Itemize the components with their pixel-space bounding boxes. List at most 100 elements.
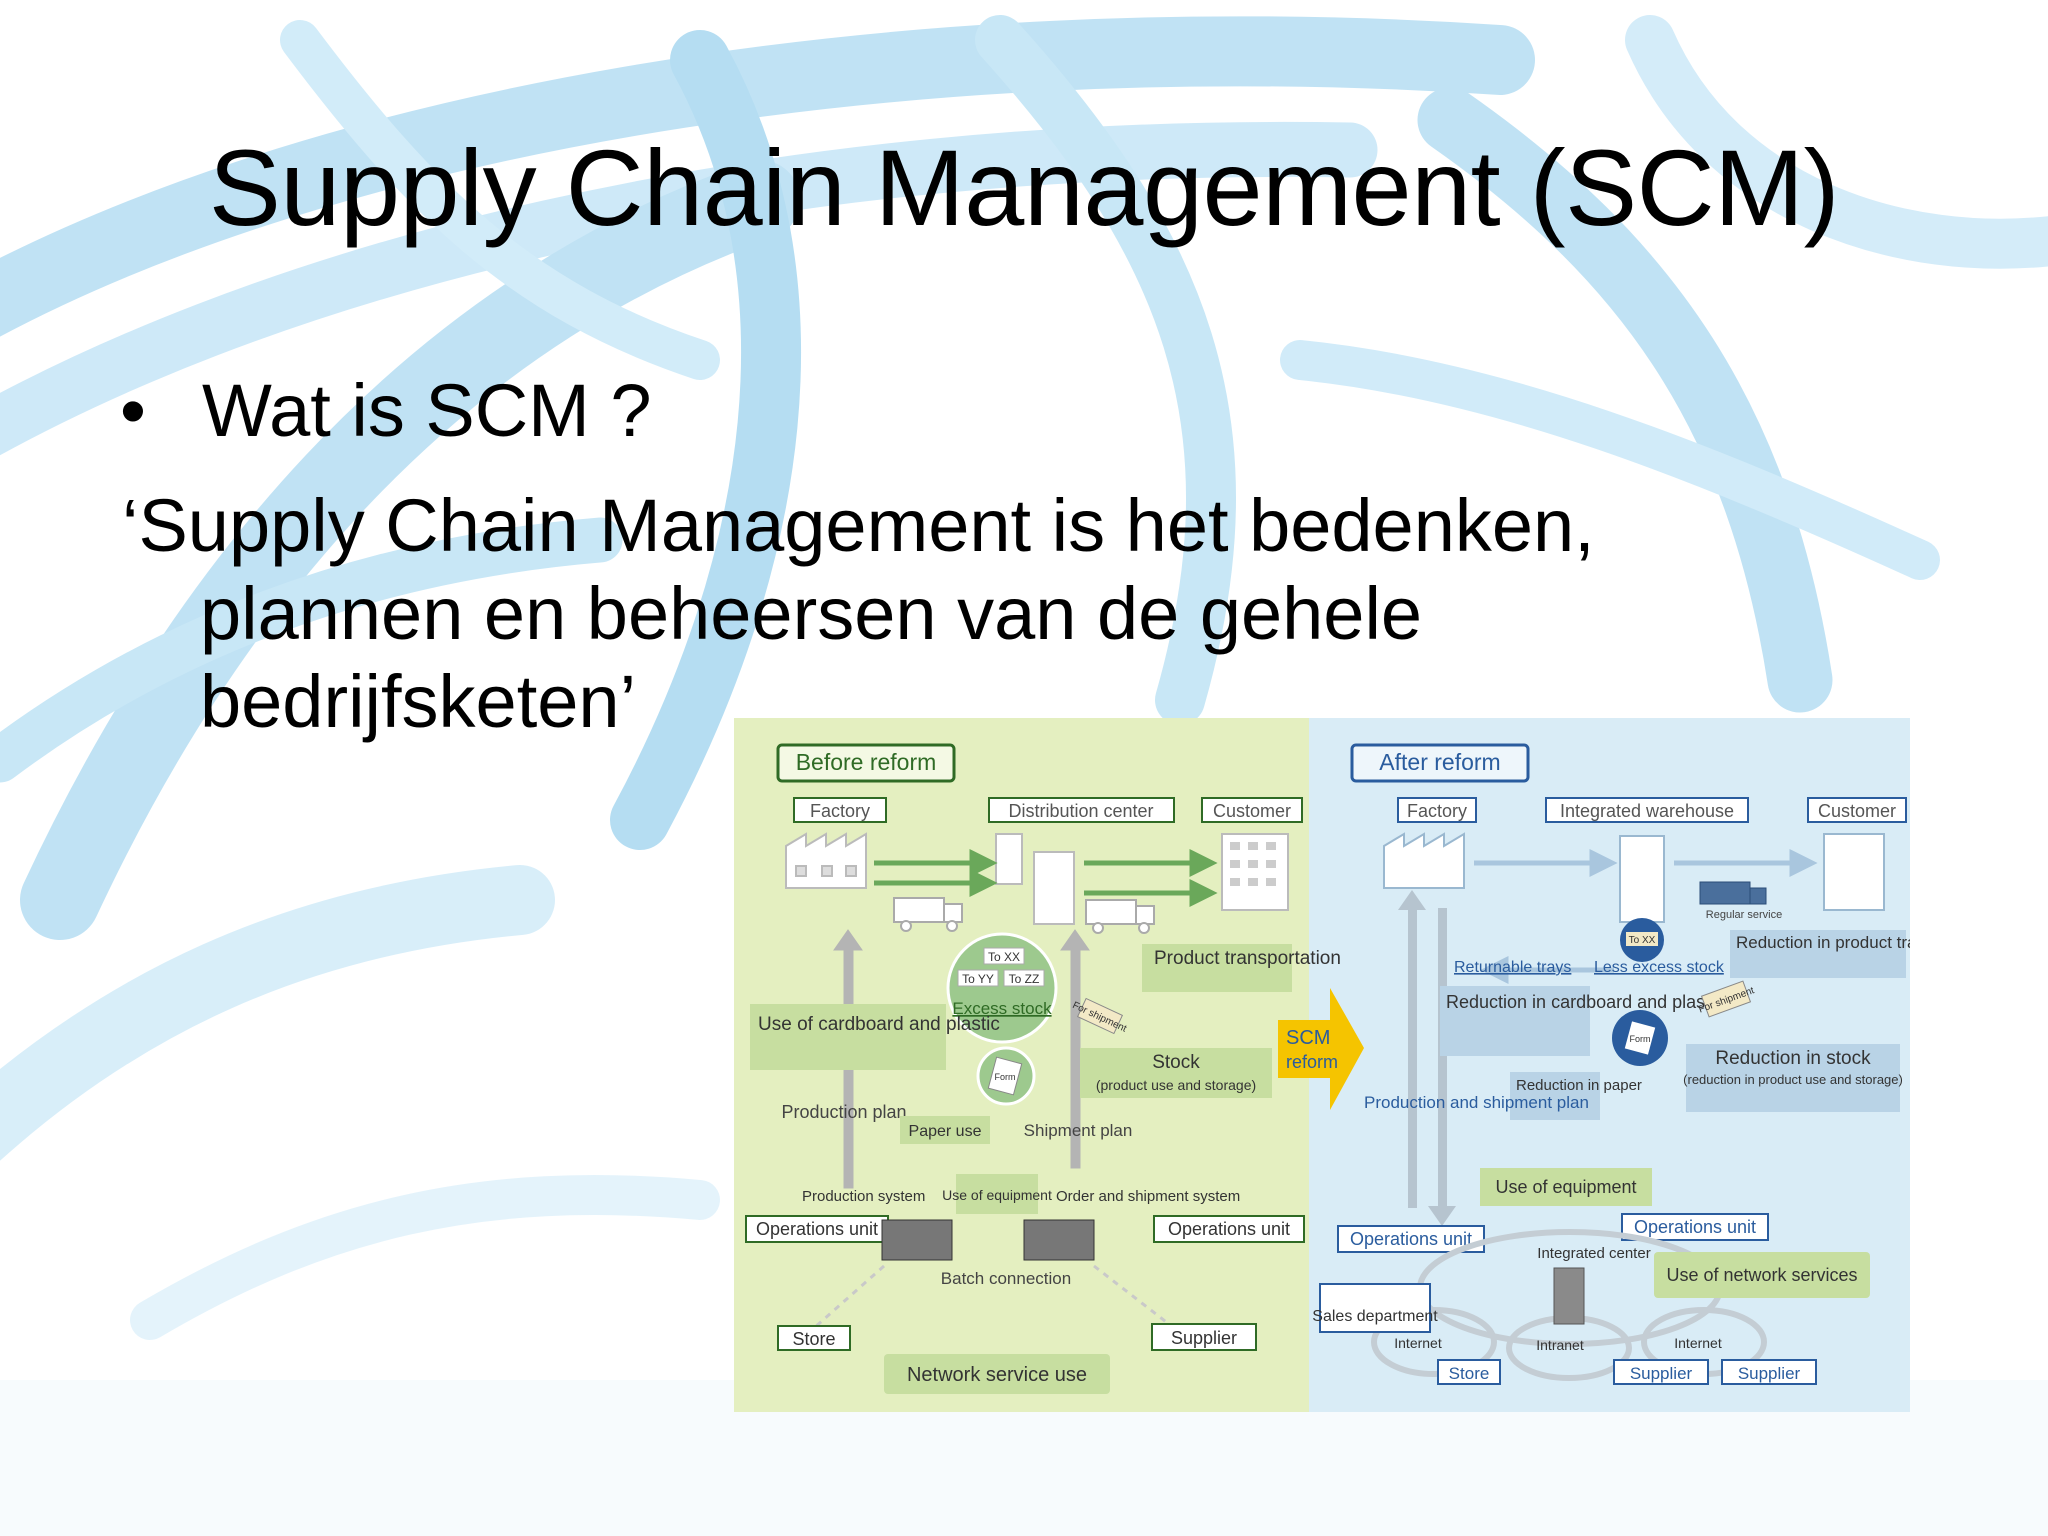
svg-text:Store: Store xyxy=(1449,1364,1490,1383)
svg-text:Operations unit: Operations unit xyxy=(756,1219,878,1239)
svg-text:(reduction in product use and: (reduction in product use and storage) xyxy=(1683,1072,1903,1087)
less-excess-label: Less excess stock xyxy=(1594,959,1725,976)
svg-text:(product use and storage): (product use and storage) xyxy=(1096,1077,1256,1093)
svg-text:To XX: To XX xyxy=(988,950,1020,964)
internet-label: Internet xyxy=(1674,1335,1722,1351)
sales-department-box: Sales department xyxy=(1312,1283,1438,1333)
ops-unit-left: Operations unit xyxy=(745,1215,889,1243)
server-icon xyxy=(881,1219,1095,1261)
svg-text:Operations unit: Operations unit xyxy=(1350,1229,1472,1249)
bullet-text: Wat is SCM ? xyxy=(202,369,652,452)
svg-text:Supplier: Supplier xyxy=(1630,1364,1693,1383)
truck-icon xyxy=(893,897,1155,934)
svg-text:Use of equipment: Use of equipment xyxy=(942,1187,1052,1203)
stock-label: Stock (product use and storage) xyxy=(1080,1048,1272,1098)
svg-text:Before reform: Before reform xyxy=(796,749,937,775)
shipment-plan-label: Shipment plan xyxy=(1024,1121,1133,1140)
before-customer-box: Customer xyxy=(1201,797,1303,823)
svg-text:Use of network services: Use of network services xyxy=(1666,1265,1857,1285)
svg-text:Reduction in cardboard and pla: Reduction in cardboard and plastic xyxy=(1446,992,1723,1012)
scm-diagram: Before reform Factory Distribution cente… xyxy=(734,718,1910,1412)
paper-icon: Form xyxy=(976,1046,1036,1106)
svg-text:Reduction in paper: Reduction in paper xyxy=(1516,1077,1642,1094)
integrated-center-label: Integrated center xyxy=(1537,1245,1650,1262)
store-box: Store xyxy=(777,1325,851,1351)
batch-connection-label: Batch connection xyxy=(941,1269,1071,1288)
product-transportation-label: Product transportation xyxy=(1142,944,1341,992)
after-supplier-box: Supplier xyxy=(1613,1359,1709,1385)
flow-arrows xyxy=(874,848,1218,908)
slide-title: Supply Chain Management (SCM) xyxy=(208,127,1840,248)
paper-use-label: Paper use xyxy=(900,1116,990,1144)
svg-text:Use of cardboard and plastic: Use of cardboard and plastic xyxy=(758,1014,1000,1035)
svg-text:Paper use: Paper use xyxy=(909,1123,982,1140)
svg-text:Customer: Customer xyxy=(1213,801,1291,821)
after-supplier-box: Supplier xyxy=(1721,1359,1817,1385)
svg-text:Stock: Stock xyxy=(1152,1052,1200,1073)
svg-text:reform: reform xyxy=(1286,1052,1338,1072)
reduction-transport-label: Reduction in product transportation xyxy=(1730,930,1910,978)
before-header: Before reform xyxy=(776,743,956,783)
after-header: After reform xyxy=(1350,743,1530,783)
bullet-item: • Wat is SCM ? xyxy=(120,368,652,453)
svg-text:Distribution center: Distribution center xyxy=(1008,801,1153,821)
after-ops-unit-left: Operations unit xyxy=(1337,1225,1485,1253)
after-warehouse-icon xyxy=(1619,835,1665,923)
svg-text:To YY: To YY xyxy=(962,972,994,986)
use-equipment-label: Use of equipment xyxy=(942,1174,1052,1214)
svg-text:Network service use: Network service use xyxy=(907,1364,1087,1386)
excess-stock-group: To XX To YY To ZZ Excess stock xyxy=(946,932,1058,1044)
order-shipment-label: Order and shipment system xyxy=(1056,1188,1240,1205)
integrated-center-server-icon xyxy=(1553,1267,1585,1325)
network-services-label: Use of network services xyxy=(1654,1252,1870,1298)
svg-text:Use of equipment: Use of equipment xyxy=(1495,1177,1636,1197)
svg-text:Form: Form xyxy=(1630,1034,1651,1044)
reduction-paper-label: Reduction in paper xyxy=(1510,1072,1642,1120)
definition-quote: ‘Supply Chain Management is het bedenken… xyxy=(122,484,1595,743)
before-distribution-box: Distribution center xyxy=(988,797,1175,823)
regular-service-label: Regular service xyxy=(1706,909,1782,921)
less-excess-circle: To XX xyxy=(1620,918,1664,962)
after-use-equipment-label: Use of equipment xyxy=(1480,1168,1652,1206)
ops-unit-right: Operations unit xyxy=(1153,1215,1305,1243)
svg-text:After reform: After reform xyxy=(1379,749,1500,775)
svg-text:Reduction in stock: Reduction in stock xyxy=(1715,1048,1871,1069)
svg-text:Product transportation: Product transportation xyxy=(1154,948,1341,969)
after-factory-box: Factory xyxy=(1397,797,1477,823)
svg-text:Operations unit: Operations unit xyxy=(1634,1217,1756,1237)
factory-icon xyxy=(785,832,867,889)
reduction-cardboard-label: Reduction in cardboard and plastic xyxy=(1440,986,1723,1056)
svg-text:To XX: To XX xyxy=(1629,935,1656,946)
svg-text:Supplier: Supplier xyxy=(1171,1328,1237,1348)
cardboard-label: Use of cardboard and plastic xyxy=(750,1004,1000,1070)
production-plan-label: Production plan xyxy=(781,1102,906,1122)
dashed-links xyxy=(813,1264,1175,1330)
before-factory-box: Factory xyxy=(793,797,887,823)
scm-reform-arrow: SCM reform xyxy=(1278,988,1364,1110)
svg-text:Sales department: Sales department xyxy=(1312,1308,1438,1325)
svg-text:Reduction in product transport: Reduction in product transportation xyxy=(1736,933,1910,952)
after-truck-icon xyxy=(1699,881,1767,905)
svg-text:Integrated warehouse: Integrated warehouse xyxy=(1560,801,1734,821)
after-store-box: Store xyxy=(1437,1359,1501,1385)
production-system-label: Production system xyxy=(802,1188,925,1205)
internet-label: Internet xyxy=(1394,1335,1442,1351)
after-customer-icon xyxy=(1823,833,1885,911)
svg-text:Supplier: Supplier xyxy=(1738,1364,1801,1383)
customer-building-icon xyxy=(1221,833,1289,911)
after-warehouse-box: Integrated warehouse xyxy=(1545,797,1749,823)
svg-text:Factory: Factory xyxy=(1407,801,1467,821)
after-gray-arrows xyxy=(1398,890,1456,1226)
bullet-dot: • xyxy=(120,369,146,452)
distribution-building-icon xyxy=(995,833,1075,925)
after-factory-icon xyxy=(1383,832,1465,889)
after-ops-unit-right: Operations unit xyxy=(1621,1213,1769,1241)
svg-text:To ZZ: To ZZ xyxy=(1009,972,1040,986)
svg-text:Excess stock: Excess stock xyxy=(952,999,1052,1018)
reduction-stock-label: Reduction in stock (reduction in product… xyxy=(1683,1044,1903,1112)
returnable-trays-label: Returnable trays xyxy=(1454,959,1571,976)
supplier-box: Supplier xyxy=(1151,1323,1257,1351)
after-customer-box: Customer xyxy=(1807,797,1907,823)
after-arrows xyxy=(1474,848,1818,985)
